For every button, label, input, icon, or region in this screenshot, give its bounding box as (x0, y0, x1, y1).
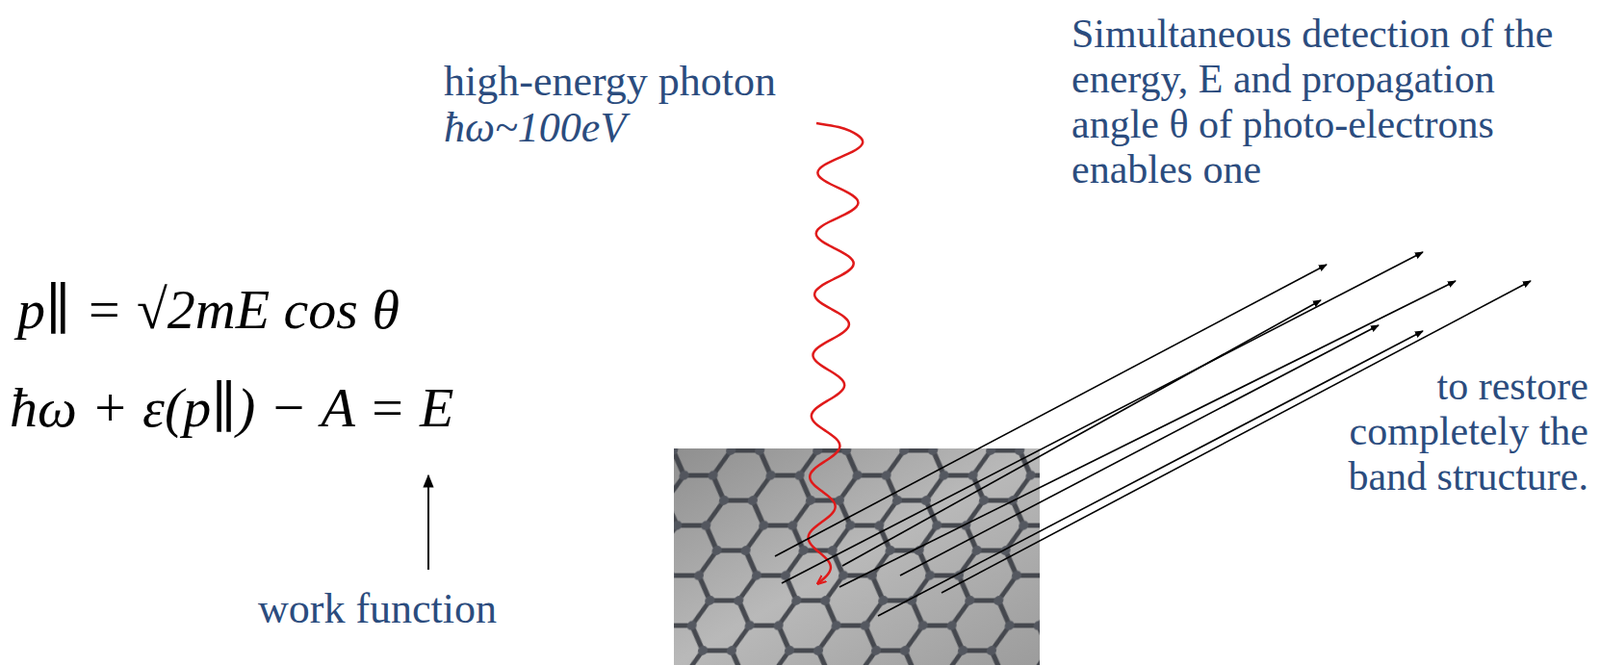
description: to restore completely the band structure… (1280, 363, 1589, 500)
photoelectron-arrow (877, 331, 1423, 617)
equation: ħω + ε(p∥) − A = E (9, 377, 454, 440)
photoelectron-arrow (900, 325, 1379, 576)
annotation: high-energy photon (443, 57, 776, 105)
description: Simultaneous detection of the energy, E … (1071, 11, 1573, 193)
photoelectron-arrow (781, 252, 1423, 584)
photoelectron-arrow (774, 264, 1327, 557)
work-function-pointer (427, 475, 430, 570)
graphene-sheet (496, 404, 1080, 665)
annotation: work function (258, 585, 497, 633)
equation: p∥ = √2mE cos θ (17, 279, 400, 342)
photoelectron-arrow (842, 300, 1321, 567)
annotation: ħω~100eV (443, 103, 626, 152)
